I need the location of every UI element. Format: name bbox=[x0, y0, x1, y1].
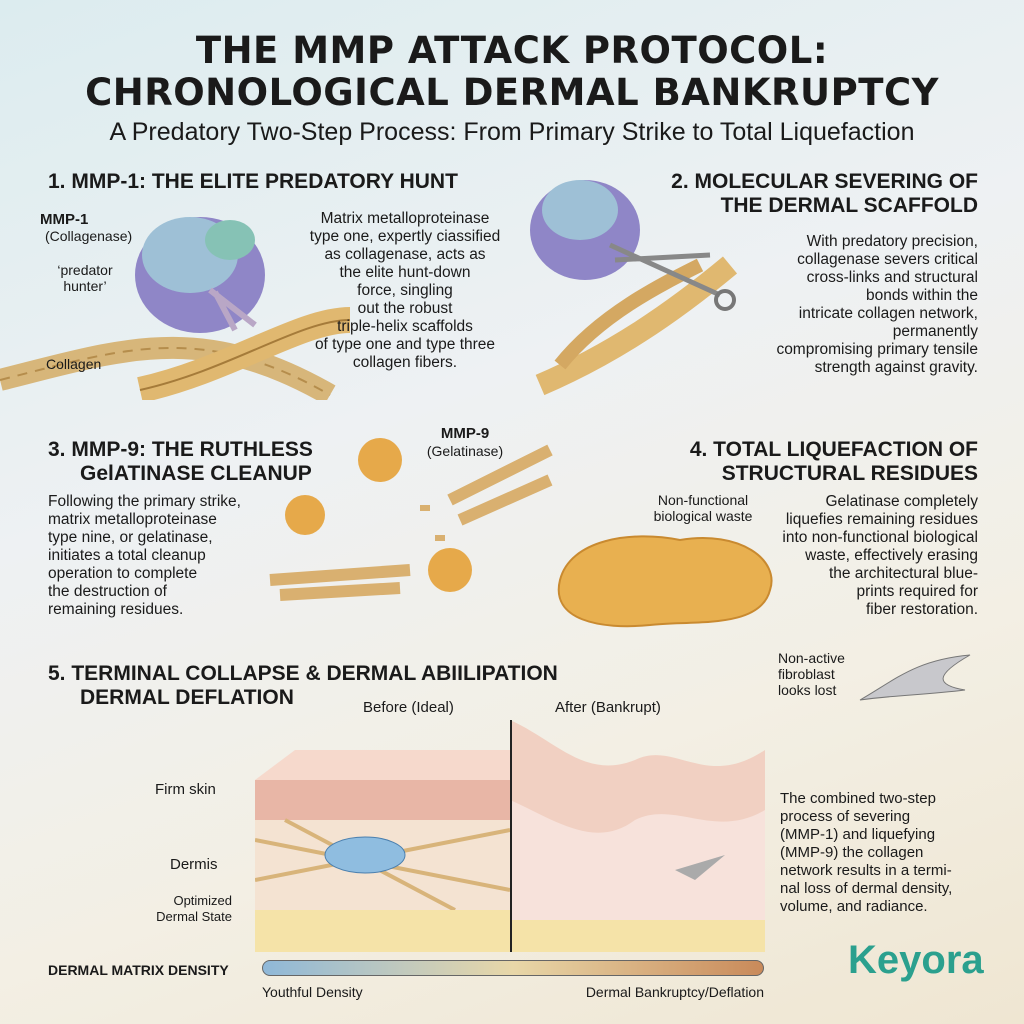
text-line: Dermal State bbox=[156, 909, 232, 924]
section4-heading-2: STRUCTURAL RESIDUES bbox=[721, 462, 978, 485]
section5-heading-2: DERMAL DEFLATION bbox=[80, 686, 294, 709]
keyora-logo: Keyora bbox=[848, 938, 984, 982]
section2-text: With predatory precision,collagenase sev… bbox=[698, 233, 978, 377]
mmp1-collagen-illustration bbox=[0, 217, 351, 400]
text-line: triple-helix scaffolds bbox=[337, 318, 473, 335]
text-line: With predatory precision, bbox=[806, 233, 978, 250]
text-line: waste, effectively erasing bbox=[805, 547, 978, 564]
text-line: of type one and type three bbox=[314, 336, 496, 353]
text-line: bonds within the bbox=[865, 287, 978, 304]
text-line: cross-links and structural bbox=[806, 269, 978, 286]
gelatinase-cleanup-illustration bbox=[269, 438, 553, 601]
subtitle: A Predatory Two-Step Process: From Prima… bbox=[109, 118, 915, 146]
text-line: remaining residues. bbox=[48, 601, 184, 618]
collagen-label: Collagen bbox=[46, 356, 102, 372]
liquefied-waste-puddle bbox=[557, 535, 773, 628]
section3-heading-1: 3. MMP-9: THE RUTHLESS bbox=[48, 438, 313, 461]
youthful-density-label: Youthful Density bbox=[262, 984, 363, 1000]
before-label: Before (Ideal) bbox=[363, 699, 454, 716]
text-line: network results in a termi- bbox=[780, 862, 952, 879]
text-line: type nine, or gelatinase, bbox=[48, 529, 213, 546]
text-line: the destruction of bbox=[48, 583, 167, 600]
text-line: (MMP-9) the collagen bbox=[780, 844, 924, 861]
section3-heading-2: GelATINASE CLEANUP bbox=[80, 462, 312, 485]
text-line: looks lost bbox=[778, 682, 837, 698]
text-line: intricate collagen network, bbox=[798, 305, 978, 322]
mmp1-sublabel: (Collagenase) bbox=[45, 228, 133, 244]
mmp9-sublabel: (Gelatinase) bbox=[426, 443, 504, 459]
text-line: fiber restoration. bbox=[866, 601, 978, 618]
predator-hunter-label: ‘predator hunter’ bbox=[57, 262, 113, 294]
text-line: force, singling bbox=[357, 282, 453, 299]
dermis-label: Dermis bbox=[170, 856, 218, 873]
section4-heading-1: 4. TOTAL LIQUEFACTION OF bbox=[689, 438, 978, 461]
skin-cross-section bbox=[255, 720, 765, 952]
text-line: strength against gravity. bbox=[814, 359, 978, 376]
text-line: volume, and radiance. bbox=[780, 898, 928, 915]
bankruptcy-label: Dermal Bankruptcy/Deflation bbox=[585, 984, 764, 1000]
section2-heading-1: 2. MOLECULAR SEVERING OF bbox=[671, 170, 978, 193]
text-line: Optimized bbox=[173, 893, 232, 908]
mmp1-label: MMP-1 bbox=[40, 211, 89, 228]
text-line: Matrix metalloproteinase bbox=[320, 210, 490, 227]
text-line: Non-active bbox=[778, 650, 845, 666]
text-line: permanently bbox=[892, 323, 978, 340]
text-line: the elite hunt-down bbox=[339, 264, 471, 281]
section5-heading-1: 5. TERMINAL COLLAPSE & DERMAL ABIILIPATI… bbox=[48, 662, 558, 685]
section3-text: Following the primary strike,matrix meta… bbox=[48, 493, 288, 619]
severing-illustration bbox=[530, 180, 738, 396]
text-line: nal loss of dermal density, bbox=[780, 880, 953, 897]
text-line: initiates a total cleanup bbox=[48, 547, 206, 564]
section2-heading-2: THE DERMAL SCAFFOLD bbox=[720, 194, 978, 217]
scissors-icon bbox=[608, 242, 722, 298]
text-line: Non-functional bbox=[657, 492, 749, 508]
mmp9-enzyme-icon bbox=[358, 438, 402, 482]
text-line: liquefies remaining residues bbox=[785, 511, 978, 528]
text-line: compromising primary tensile bbox=[776, 341, 978, 358]
mmp9-label: MMP-9 bbox=[440, 425, 490, 442]
text-line: fibroblast bbox=[778, 666, 835, 682]
text-line: collagenase severs critical bbox=[797, 251, 978, 268]
text-line: Following the primary strike, bbox=[48, 493, 241, 510]
text-line: the architectural blue- bbox=[828, 565, 978, 582]
after-label: After (Bankrupt) bbox=[555, 699, 661, 716]
density-scale-label: DERMAL MATRIX DENSITY bbox=[48, 962, 229, 978]
density-gradient-bar bbox=[262, 960, 764, 976]
text-line: collagen fibers. bbox=[352, 354, 458, 371]
text-line: into non-functional biological bbox=[782, 529, 978, 546]
text-line: operation to complete bbox=[48, 565, 198, 582]
title-line-2: CHRONOLOGICAL DERMAL BANKRUPTCY bbox=[85, 71, 939, 114]
title-line-1: THE MMP ATTACK PROTOCOL: bbox=[195, 29, 829, 72]
text-line: (MMP-1) and liquefying bbox=[780, 826, 936, 843]
text-line: type one, expertly ciassified bbox=[309, 228, 501, 245]
section1-heading: 1. MMP-1: THE ELITE PREDATORY HUNT bbox=[48, 170, 458, 193]
text-line: out the robust bbox=[357, 300, 453, 317]
text-line: The combined two-step bbox=[780, 790, 936, 807]
firm-skin-label: Firm skin bbox=[155, 781, 216, 798]
text-line: Gelatinase completely bbox=[825, 493, 979, 510]
text-line: prints required for bbox=[856, 583, 978, 600]
fibroblast-icon bbox=[859, 654, 971, 701]
text-line: matrix metalloproteinase bbox=[48, 511, 217, 528]
text-line: biological waste bbox=[653, 508, 753, 524]
text-line: as collagenase, acts as bbox=[324, 246, 486, 263]
text-line: process of severing bbox=[780, 808, 911, 825]
